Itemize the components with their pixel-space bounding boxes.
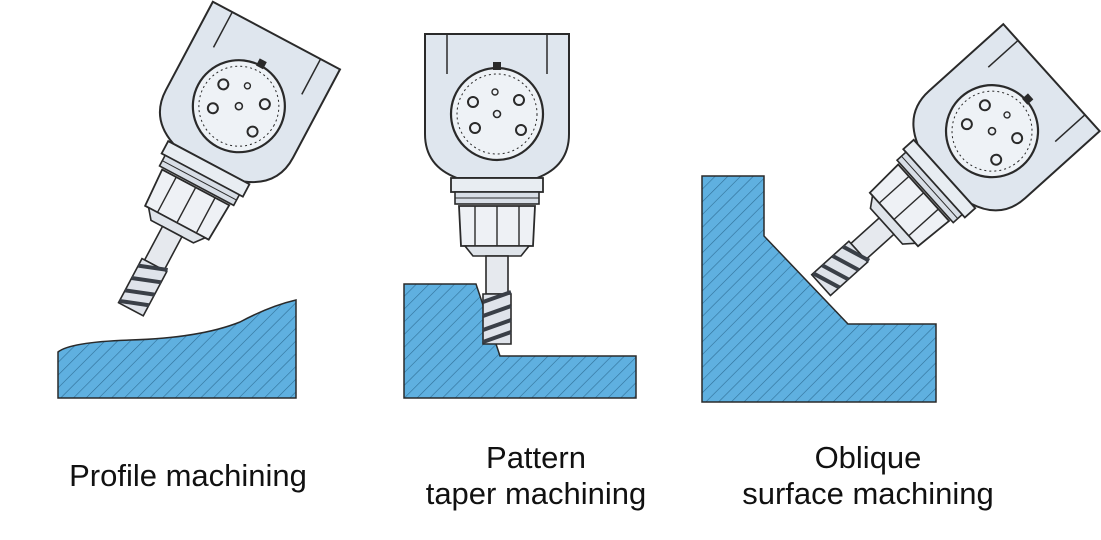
- workpiece-section-icon: [403, 283, 637, 399]
- caption-line: taper machining: [425, 476, 647, 511]
- workpiece-section-icon: [701, 175, 937, 403]
- caption-line: Profile machining: [69, 458, 307, 493]
- workpiece-section-icon: [57, 299, 297, 399]
- milling-head-icon: [770, 22, 1101, 341]
- caption-line: Oblique: [814, 440, 922, 475]
- caption-line: Pattern: [486, 440, 586, 475]
- oblique-surface-machining-panel: [701, 22, 1101, 403]
- profile-machining-panel: [57, 2, 340, 399]
- caption-pattern-taper-machining: Pattern taper machining: [376, 440, 696, 512]
- caption-profile-machining: Profile machining: [28, 458, 348, 494]
- milling-head-icon: [67, 2, 340, 343]
- caption-oblique-surface-machining: Oblique surface machining: [698, 440, 1038, 512]
- pattern-taper-machining-panel: [403, 32, 637, 399]
- caption-line: surface machining: [742, 476, 994, 511]
